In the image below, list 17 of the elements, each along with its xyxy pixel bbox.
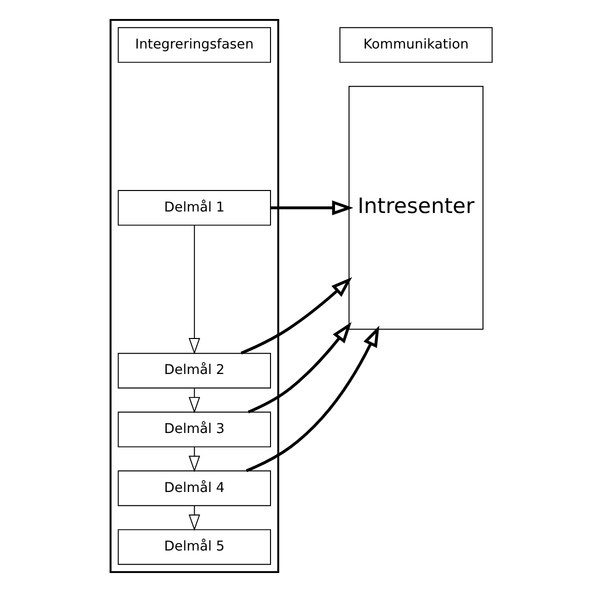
node-box: Delmål 4	[118, 470, 271, 506]
arrow	[246, 326, 380, 472]
arrow	[248, 322, 352, 414]
node-box: Kommunikation	[339, 27, 493, 63]
node-box: Delmål 5	[118, 529, 271, 565]
arrow	[240, 277, 352, 355]
node-box: Intresenter	[348, 86, 484, 330]
node-box: Delmål 3	[118, 412, 271, 448]
arrow	[270, 200, 354, 216]
node-box: Delmål 1	[118, 190, 271, 226]
arrow	[188, 446, 200, 472]
arrow	[188, 224, 200, 354]
cluster	[110, 18, 280, 574]
node-box: Delmål 2	[118, 352, 271, 388]
arrow	[188, 388, 200, 414]
node-box: Integreringsfasen	[118, 27, 271, 63]
arrow	[188, 505, 200, 531]
